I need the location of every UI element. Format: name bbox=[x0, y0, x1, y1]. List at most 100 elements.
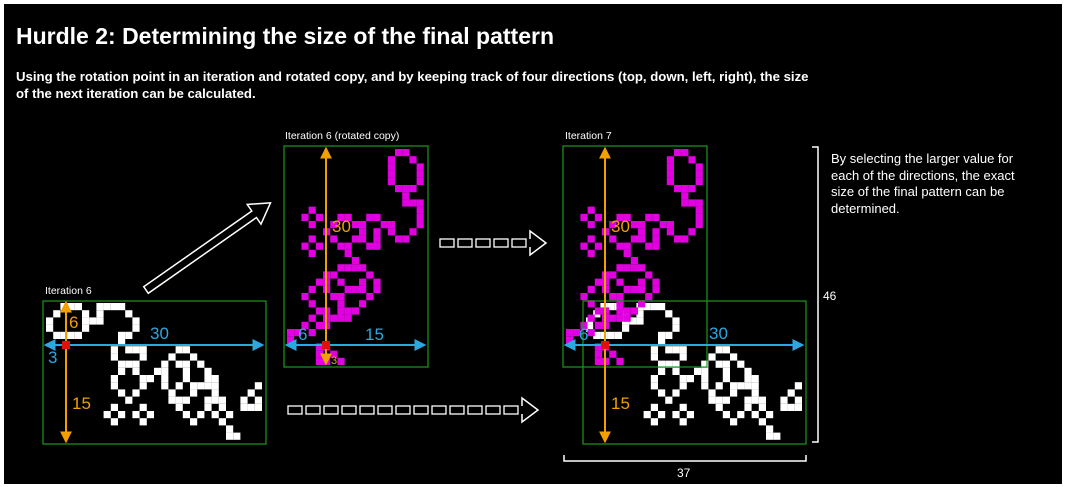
pattern-cell bbox=[254, 382, 262, 390]
pattern-cell bbox=[359, 228, 367, 236]
pattern-cell bbox=[330, 314, 338, 322]
pattern-cell bbox=[722, 411, 730, 419]
pattern-cell bbox=[211, 389, 219, 397]
pattern-cell bbox=[247, 389, 255, 397]
pattern-cell bbox=[74, 303, 82, 311]
pattern-cell bbox=[681, 149, 689, 157]
pattern-cell bbox=[154, 367, 162, 375]
pattern-cell bbox=[652, 235, 660, 243]
pattern-cell bbox=[609, 271, 617, 279]
pattern-cell bbox=[344, 314, 352, 322]
pattern-cell bbox=[139, 382, 147, 390]
pattern-cell bbox=[118, 411, 126, 419]
pattern-cell bbox=[638, 235, 646, 243]
pattern-cell bbox=[609, 293, 617, 301]
pattern-cell bbox=[730, 418, 738, 426]
pattern-cell bbox=[74, 331, 82, 339]
pattern-cell bbox=[416, 177, 424, 185]
pattern-cell bbox=[118, 367, 126, 375]
pattern-cell bbox=[679, 375, 687, 383]
pattern-cell bbox=[387, 163, 395, 171]
pattern-cell bbox=[132, 317, 140, 325]
pattern-cell bbox=[190, 382, 198, 390]
dash-segment bbox=[377, 405, 393, 415]
pattern-cell bbox=[638, 228, 646, 236]
pattern-cell bbox=[580, 213, 588, 221]
it7-right-value: 30 bbox=[709, 324, 728, 343]
combine-arrow-bottom bbox=[287, 396, 540, 424]
it6-rotation-point bbox=[62, 341, 70, 349]
pattern-cell bbox=[344, 307, 352, 315]
pattern-cell bbox=[666, 163, 674, 171]
pattern-cell bbox=[665, 360, 673, 368]
pattern-cell bbox=[751, 411, 759, 419]
pattern-cell bbox=[594, 357, 602, 365]
pattern-cell bbox=[638, 221, 646, 229]
pattern-cell bbox=[315, 242, 323, 250]
pattern-cell bbox=[616, 293, 624, 301]
pattern-cell bbox=[344, 285, 352, 293]
pattern-cell bbox=[337, 357, 345, 365]
pattern-cell bbox=[616, 264, 624, 272]
pattern-cell bbox=[301, 321, 309, 329]
pattern-cell bbox=[416, 199, 424, 207]
pattern-cell bbox=[672, 317, 680, 325]
dash-segment bbox=[413, 405, 429, 415]
pattern-cell bbox=[737, 411, 745, 419]
pattern-cell bbox=[308, 221, 316, 229]
pattern-cell bbox=[373, 242, 381, 250]
pattern-cell bbox=[182, 375, 190, 383]
pattern-cell bbox=[254, 396, 262, 404]
pattern-cell bbox=[580, 242, 588, 250]
pattern-cell bbox=[301, 242, 309, 250]
iteration7-rotated-box bbox=[562, 145, 708, 368]
pattern-cell bbox=[366, 213, 374, 221]
pattern-cell bbox=[681, 199, 689, 207]
pattern-cell bbox=[652, 285, 660, 293]
pattern-cell bbox=[630, 257, 638, 265]
pattern-cell bbox=[118, 360, 126, 368]
pattern-cell bbox=[609, 235, 617, 243]
pattern-cell bbox=[182, 360, 190, 368]
pattern-cell bbox=[650, 403, 658, 411]
pattern-cell bbox=[695, 170, 703, 178]
pattern-cell bbox=[715, 396, 723, 404]
pattern-cell bbox=[652, 278, 660, 286]
pattern-cell bbox=[666, 156, 674, 164]
pattern-cell bbox=[110, 346, 118, 354]
pattern-cell bbox=[211, 375, 219, 383]
pattern-cell bbox=[744, 403, 752, 411]
pattern-cell bbox=[308, 300, 316, 308]
pattern-cell bbox=[416, 213, 424, 221]
pattern-cell bbox=[643, 411, 651, 419]
pattern-cell bbox=[794, 403, 802, 411]
pattern-cell bbox=[402, 235, 410, 243]
pattern-cell bbox=[301, 293, 309, 301]
dash-segment bbox=[287, 405, 303, 415]
pattern-cell bbox=[658, 389, 666, 397]
pattern-cell bbox=[387, 156, 395, 164]
pattern-cell bbox=[132, 411, 140, 419]
iteration7-white-box bbox=[582, 300, 807, 445]
rot-up-value: 30 bbox=[332, 217, 351, 236]
pattern-cell bbox=[638, 300, 646, 308]
pattern-cell bbox=[665, 396, 673, 404]
pattern-cell bbox=[337, 278, 345, 286]
pattern-cell bbox=[211, 411, 219, 419]
pattern-cell bbox=[118, 303, 126, 311]
it6-down-value: 15 bbox=[72, 394, 91, 413]
pattern-cell bbox=[204, 375, 212, 383]
pattern-cell bbox=[701, 367, 709, 375]
pattern-cell bbox=[197, 411, 205, 419]
pattern-cell bbox=[218, 403, 226, 411]
pattern-cell bbox=[125, 360, 133, 368]
pattern-cell bbox=[373, 213, 381, 221]
pattern-cell bbox=[708, 389, 716, 397]
pattern-cell bbox=[658, 331, 666, 339]
pattern-cell bbox=[594, 213, 602, 221]
iteration7-label: Iteration 7 bbox=[565, 130, 612, 142]
pattern-cell bbox=[315, 321, 323, 329]
pattern-cell bbox=[679, 382, 687, 390]
pattern-cell bbox=[161, 375, 169, 383]
pattern-cell bbox=[665, 310, 673, 318]
